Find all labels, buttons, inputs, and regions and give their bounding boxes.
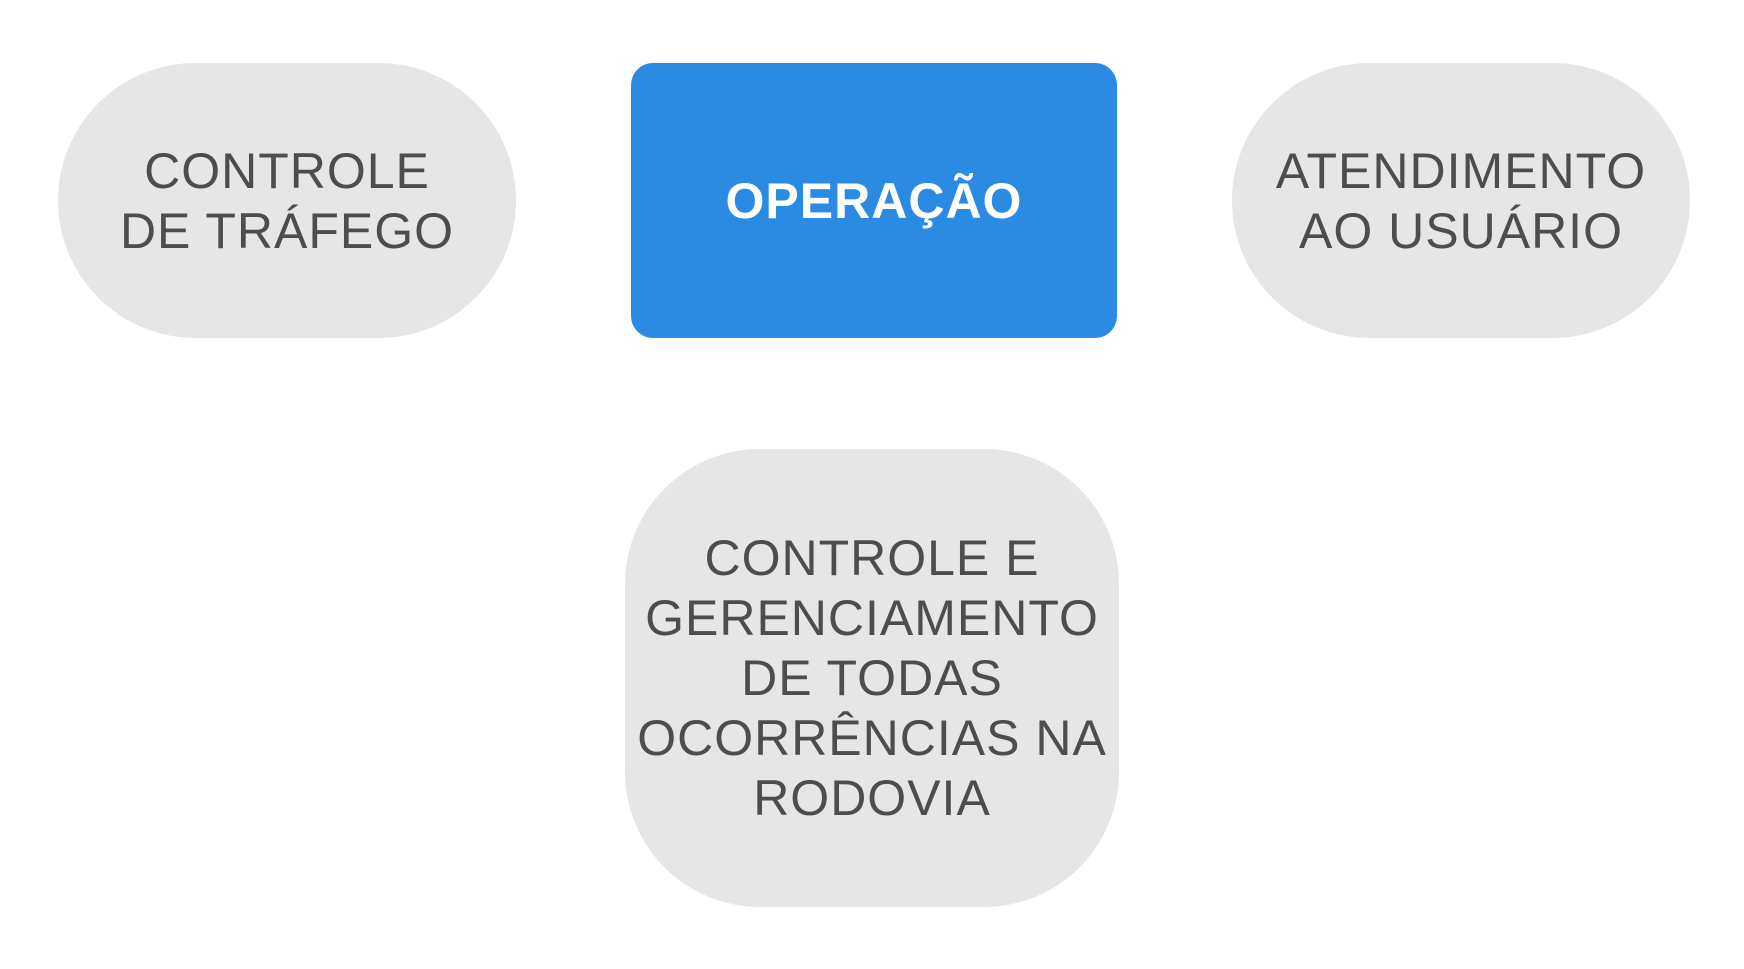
node-operacao: OPERAÇÃO — [631, 63, 1117, 338]
node-label: ATENDIMENTO AO USUÁRIO — [1275, 142, 1647, 259]
node-label: CONTROLE DE TRÁFEGO — [119, 142, 455, 259]
node-atendimento-ao-usuario: ATENDIMENTO AO USUÁRIO — [1232, 63, 1690, 338]
node-controle-e-gerenciamento: CONTROLE E GERENCIAMENTO DE TODAS OCORRÊ… — [625, 449, 1119, 907]
node-label: OPERAÇÃO — [725, 172, 1023, 229]
node-controle-de-trafego: CONTROLE DE TRÁFEGO — [58, 63, 516, 338]
node-label: CONTROLE E GERENCIAMENTO DE TODAS OCORRÊ… — [637, 530, 1107, 826]
